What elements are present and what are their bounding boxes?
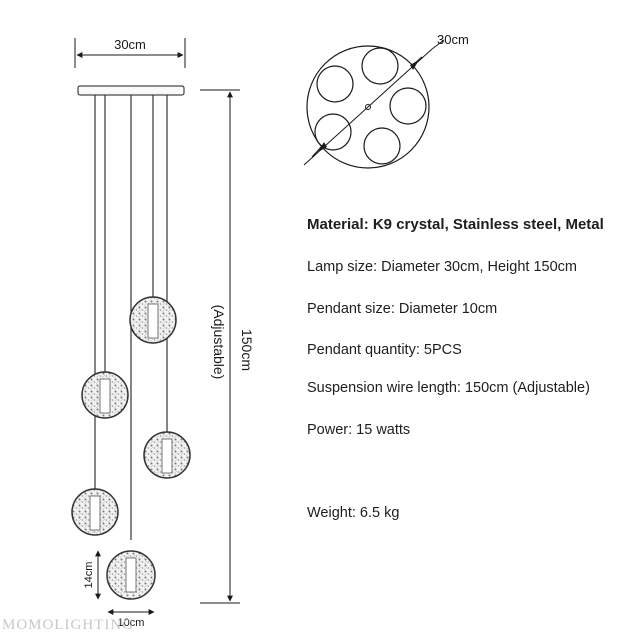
plate-diameter-label: 30cm: [437, 32, 469, 47]
adjustable-note: (Adjustable): [211, 305, 227, 380]
top-view-pendant-1: [316, 65, 354, 103]
pendant-3: [143, 431, 191, 479]
top-view-pendant-4: [363, 127, 401, 165]
pendant-2: [81, 371, 129, 419]
pendant-height-label: 14cm: [83, 562, 95, 589]
pendant-5: [106, 550, 156, 600]
ceiling-plate: [77, 85, 185, 96]
spec-lamp-size: Lamp size: Diameter 30cm, Height 150cm: [307, 259, 577, 275]
pendant-1: [129, 296, 177, 344]
spec-power: Power: 15 watts: [307, 422, 411, 438]
total-height-dimension: 150cm (Adjustable): [200, 89, 255, 604]
top-view-pendant-3: [389, 87, 427, 125]
top-width-dimension: 30cm: [74, 37, 186, 68]
top-view-pendant-2: [361, 47, 399, 85]
spec-pendant-quantity: Pendant quantity: 5PCS: [307, 342, 462, 358]
pendant-height-dimension: 14cm: [83, 550, 101, 600]
watermark: MOMOLIGHTING: [2, 617, 134, 633]
pendant-width-label: 10cm: [118, 617, 145, 629]
pendant-width-dimension: 10cm: [107, 609, 155, 629]
spec-weight: Weight: 6.5 kg: [307, 505, 400, 521]
top-view-plate: 30cm: [303, 32, 469, 169]
spec-pendant-size: Pendant size: Diameter 10cm: [307, 301, 498, 317]
spec-material: Material: K9 crystal, Stainless steel, M…: [307, 216, 604, 233]
total-height-label: 150cm: [239, 329, 255, 371]
top-view-pendant-5: [314, 113, 352, 151]
pendant-4: [71, 488, 119, 536]
top-width-label: 30cm: [114, 37, 146, 52]
spec-wire-length: Suspension wire length: 150cm (Adjustabl…: [307, 380, 590, 396]
